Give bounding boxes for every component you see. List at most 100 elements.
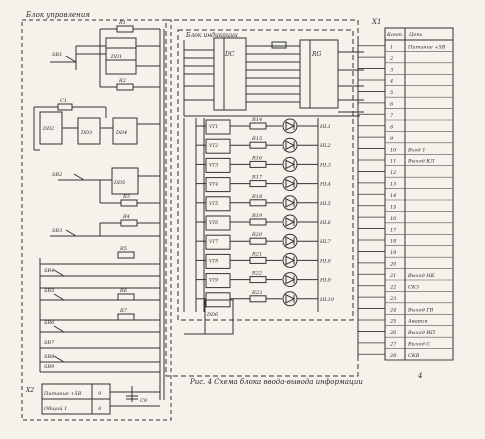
x1-row-pin: 24 xyxy=(389,307,396,313)
x1-row-pin: 16 xyxy=(390,216,397,222)
switch-sb9: SB9 xyxy=(44,364,55,370)
diode-symbol-icon xyxy=(285,140,296,151)
transistor-stage xyxy=(205,234,231,250)
led-label: HL10 xyxy=(319,297,335,303)
led-row xyxy=(196,272,318,289)
led-resistor-label: R15 xyxy=(251,136,262,142)
led-resistor xyxy=(249,141,267,149)
diode-symbol-icon xyxy=(285,274,296,285)
transistor-label: VT5 xyxy=(209,201,218,207)
switch-sb5: SB5 xyxy=(44,288,54,294)
diode-symbol-icon xyxy=(285,255,296,266)
resistor-r1: R1 xyxy=(118,20,126,26)
transistor-stage xyxy=(205,119,231,135)
led-resistor-label: R23 xyxy=(251,290,262,296)
resistor-r5: R5 xyxy=(119,246,127,252)
x1-header-pin: Конт. xyxy=(386,32,404,38)
chip-dd6: DD6 xyxy=(206,312,219,318)
x2-label: X2 xyxy=(25,387,34,394)
x1-row-pin: 17 xyxy=(390,227,397,233)
led-resistor-label: R16 xyxy=(251,155,263,161)
diode-symbol-icon xyxy=(285,217,296,227)
diode-symbol-icon xyxy=(285,178,296,189)
led-resistor xyxy=(249,276,267,284)
transistor-stage xyxy=(205,177,231,193)
led-row xyxy=(196,156,318,173)
led-label: HL7 xyxy=(319,239,332,245)
led-row xyxy=(196,233,318,250)
x1-row-pin: 11 xyxy=(390,159,396,165)
diode-symbol-icon xyxy=(285,236,296,247)
x1-row-pin: 5 xyxy=(390,90,393,96)
x1-row-pin: 2 xyxy=(389,56,393,62)
chip-dd1: DD1 xyxy=(110,54,122,60)
x1-row-pin: 18 xyxy=(390,239,396,245)
led-resistor-label: R17 xyxy=(251,175,263,181)
x1-row-pin: 3 xyxy=(390,67,393,73)
x2-row-2-net: Общий 1 xyxy=(44,405,67,412)
transistor-stage xyxy=(205,273,231,289)
x2-row-1-pin: 9 xyxy=(98,391,102,397)
x1-row-net: Выход С xyxy=(407,342,430,348)
control-circuit xyxy=(33,25,165,400)
led-label: HL9 xyxy=(319,278,332,284)
led-resistor-label: R14 xyxy=(251,117,262,123)
led-resistor xyxy=(249,160,267,168)
transistor-label: VT4 xyxy=(209,182,218,188)
led-ladder xyxy=(183,118,319,335)
x1-row-pin: 26 xyxy=(389,330,397,336)
x1-row-pin: 10 xyxy=(390,147,397,153)
transistor-stage xyxy=(205,138,231,154)
x1-row-pin: 6 xyxy=(390,102,394,108)
x1-row-pin: 23 xyxy=(389,296,396,302)
chip-dd5: DD5 xyxy=(113,180,125,186)
switch-sb2: SB2 xyxy=(52,172,62,178)
x1-row-pin: 19 xyxy=(390,250,397,256)
led-resistor-label: R18 xyxy=(251,194,262,200)
led-label: HL3 xyxy=(319,162,331,168)
x1-row-pin: 12 xyxy=(390,170,396,176)
x2-row-1-net: Питание +5В xyxy=(43,391,82,397)
x1-row-net: Выход КЛ xyxy=(407,159,435,165)
control-block-title: Блок управления xyxy=(25,11,90,19)
led-label: HL5 xyxy=(319,201,331,207)
led-resistor xyxy=(249,122,267,130)
transistor-stage xyxy=(205,157,231,173)
x1-row-pin: 9 xyxy=(390,136,394,142)
led-resistor xyxy=(249,180,267,188)
capacitor-c9: C9 xyxy=(140,398,148,404)
x1-row-pin: 27 xyxy=(389,342,397,348)
resistor-r3: R3 xyxy=(122,194,130,200)
x1-row-pin: 1 xyxy=(390,44,393,50)
indication-chips xyxy=(183,37,364,117)
chip-dc: DC xyxy=(224,51,235,58)
x1-row-net: Выход ИП xyxy=(407,330,436,336)
resistor-r2: R2 xyxy=(118,78,126,84)
x1-row-pin: 7 xyxy=(390,113,394,119)
x2-connector xyxy=(41,383,160,415)
transistor-label: VT9 xyxy=(209,278,218,284)
control-block-frame xyxy=(21,19,172,421)
diode-symbol-icon xyxy=(285,159,296,170)
x1-row-pin: 22 xyxy=(389,284,396,290)
transistor-stage xyxy=(205,253,231,269)
switch-sb7: SB7 xyxy=(44,340,55,346)
x1-header-net: Цепь xyxy=(409,32,423,38)
x1-row-net: СКЗ xyxy=(408,284,419,290)
chip-dd4: DD4 xyxy=(115,130,127,136)
capacitor-c1: C1 xyxy=(60,98,67,104)
led-label: HL6 xyxy=(319,220,332,226)
x1-row-pin: 4 xyxy=(389,79,393,85)
transistor-label: VT8 xyxy=(209,258,218,264)
transistor-stage xyxy=(205,292,231,308)
transistor-label: VT1 xyxy=(209,124,218,130)
led-row xyxy=(196,252,318,269)
x1-row-net: СКВ xyxy=(408,353,420,359)
transistor-label: VT2 xyxy=(209,143,218,149)
led-label: HL4 xyxy=(319,182,331,188)
resistor-r6: R6 xyxy=(119,288,128,294)
led-resistor xyxy=(249,237,267,245)
led-row xyxy=(196,137,318,154)
x1-row-net: Питание +5В xyxy=(407,44,446,50)
transistor-label: VT3 xyxy=(209,162,218,168)
